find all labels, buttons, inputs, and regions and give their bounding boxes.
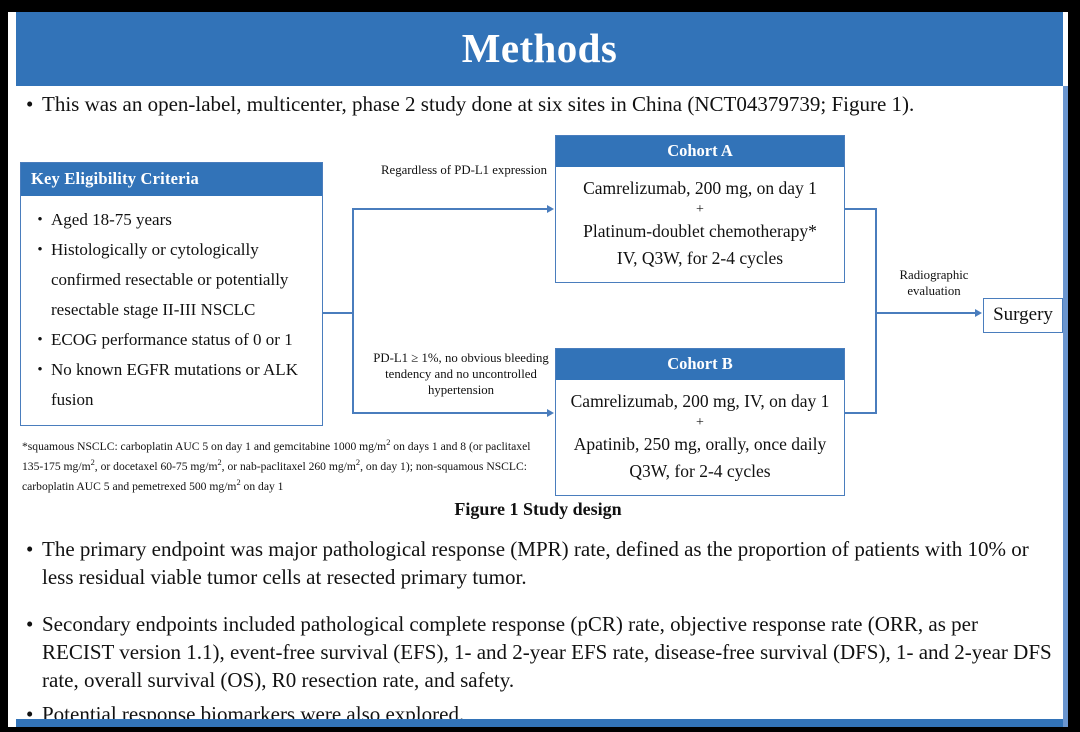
connector-label-cohort-a: Regardless of PD-L1 expression	[381, 163, 547, 177]
bullet-marker-icon: •	[37, 332, 43, 348]
footnote-part: *squamous NSCLC: carboplatin AUC 5 on da…	[22, 439, 387, 453]
bullet-marker-icon: •	[37, 242, 43, 258]
endpoint-bullet-secondary: • Secondary endpoints included pathologi…	[20, 610, 1055, 694]
eligibility-item-text: Histologically or cytologically confirme…	[51, 240, 289, 319]
chemotherapy-footnote: *squamous NSCLC: carboplatin AUC 5 on da…	[22, 435, 550, 495]
slide-canvas: Methods • This was an open-label, multic…	[8, 12, 1068, 727]
cohort-a-header: Cohort A	[556, 136, 844, 167]
intro-bullet: • This was an open-label, multicenter, p…	[20, 90, 1055, 118]
eligibility-item-text: ECOG performance status of 0 or 1	[51, 330, 293, 349]
bullet-marker-icon: •	[26, 612, 34, 636]
footnote-superscript: 2	[355, 457, 361, 467]
figure-caption: Figure 1 Study design	[454, 499, 622, 519]
connector-line-cohort-a-out	[845, 208, 877, 210]
cohort-b-body: Camrelizumab, 200 mg, IV, on day 1 + Apa…	[556, 380, 844, 495]
connector-line-eligibility-stub	[323, 312, 354, 314]
eligibility-criteria-box: Key Eligibility Criteria • Aged 18-75 ye…	[20, 162, 323, 426]
eligibility-criteria-list: • Aged 18-75 years • Histologically or c…	[21, 196, 322, 425]
footnote-superscript: 2	[217, 457, 222, 467]
cohort-a-body: Camrelizumab, 200 mg, on day 1 + Platinu…	[556, 167, 844, 282]
connector-label-surgery: Radiographic evaluation	[899, 268, 969, 298]
footnote-part: on days 1 and 8 (or paclitaxel 135-175 m…	[22, 439, 531, 473]
endpoint-text: The primary endpoint was major pathologi…	[42, 537, 1029, 589]
page-title: Methods	[461, 25, 618, 71]
slide-title-bar: Methods	[16, 12, 1063, 86]
connector-line-to-cohort-a	[352, 208, 549, 210]
footnote-superscript: 2	[386, 438, 391, 447]
cohort-a-line-1: Camrelizumab, 200 mg, on day 1	[583, 178, 817, 198]
arrow-head-icon	[975, 308, 982, 317]
bottom-edge-rule	[16, 719, 1063, 727]
connector-line-to-surgery	[875, 312, 977, 314]
intro-bullet-text: This was an open-label, multicenter, pha…	[42, 92, 915, 116]
right-edge-rule	[1063, 86, 1068, 727]
cohort-b-box: Cohort B Camrelizumab, 200 mg, IV, on da…	[555, 348, 845, 496]
footnote-superscript: 2	[236, 477, 241, 487]
list-item: • ECOG performance status of 0 or 1	[29, 325, 314, 355]
bullet-marker-icon: •	[26, 702, 34, 726]
connector-line-to-cohort-b	[352, 412, 549, 414]
cohort-a-box: Cohort A Camrelizumab, 200 mg, on day 1 …	[555, 135, 845, 283]
endpoint-text: Secondary endpoints included pathologica…	[42, 612, 1052, 692]
footnote-part: , on day 1); non-squamous NSCLC: carbopl…	[22, 459, 527, 493]
bullet-marker-icon: •	[37, 212, 43, 228]
footnote-superscript: 2	[90, 457, 95, 467]
connector-line-cohort-b-out	[845, 412, 877, 414]
cohort-b-line-1: Camrelizumab, 200 mg, IV, on day 1	[570, 391, 830, 411]
list-item: • Histologically or cytologically confir…	[29, 235, 314, 325]
cohort-a-line-3: IV, Q3W, for 2-4 cycles	[616, 248, 784, 268]
cohort-b-header: Cohort B	[556, 349, 844, 380]
eligibility-item-text: Aged 18-75 years	[51, 210, 172, 229]
list-item: • Aged 18-75 years	[29, 205, 314, 235]
bullet-marker-icon: •	[26, 92, 34, 116]
surgery-box: Surgery	[983, 298, 1063, 333]
footnote-part: , or nab-paclitaxel 260 mg/m	[221, 459, 356, 473]
footnote-part: , or docetaxel 60-75 mg/m	[94, 459, 218, 473]
eligibility-header: Key Eligibility Criteria	[21, 163, 322, 196]
cohort-a-line-2: Platinum-doublet chemotherapy*	[583, 221, 817, 241]
footnote-part: on day 1	[240, 479, 284, 493]
eligibility-item-text: No known EGFR mutations or ALK fusion	[51, 360, 298, 409]
connector-line-left-vertical	[352, 208, 354, 414]
endpoint-bullet-primary: • The primary endpoint was major patholo…	[20, 535, 1055, 591]
study-design-figure: Key Eligibility Criteria • Aged 18-75 ye…	[8, 122, 1068, 522]
arrow-head-icon	[547, 204, 554, 213]
bullet-marker-icon: •	[37, 362, 43, 378]
cohort-b-line-3: Q3W, for 2-4 cycles	[629, 461, 771, 481]
cohort-b-line-2: Apatinib, 250 mg, orally, once daily	[573, 434, 827, 454]
bullet-marker-icon: •	[26, 537, 34, 561]
connector-label-cohort-b: PD-L1 ≥ 1%, no obvious bleeding tendency…	[373, 351, 549, 397]
cohort-a-plus: +	[696, 202, 704, 217]
list-item: • No known EGFR mutations or ALK fusion	[29, 355, 314, 415]
cohort-b-plus: +	[696, 415, 704, 430]
arrow-head-icon	[547, 408, 554, 417]
connector-line-right-vertical	[875, 208, 877, 414]
